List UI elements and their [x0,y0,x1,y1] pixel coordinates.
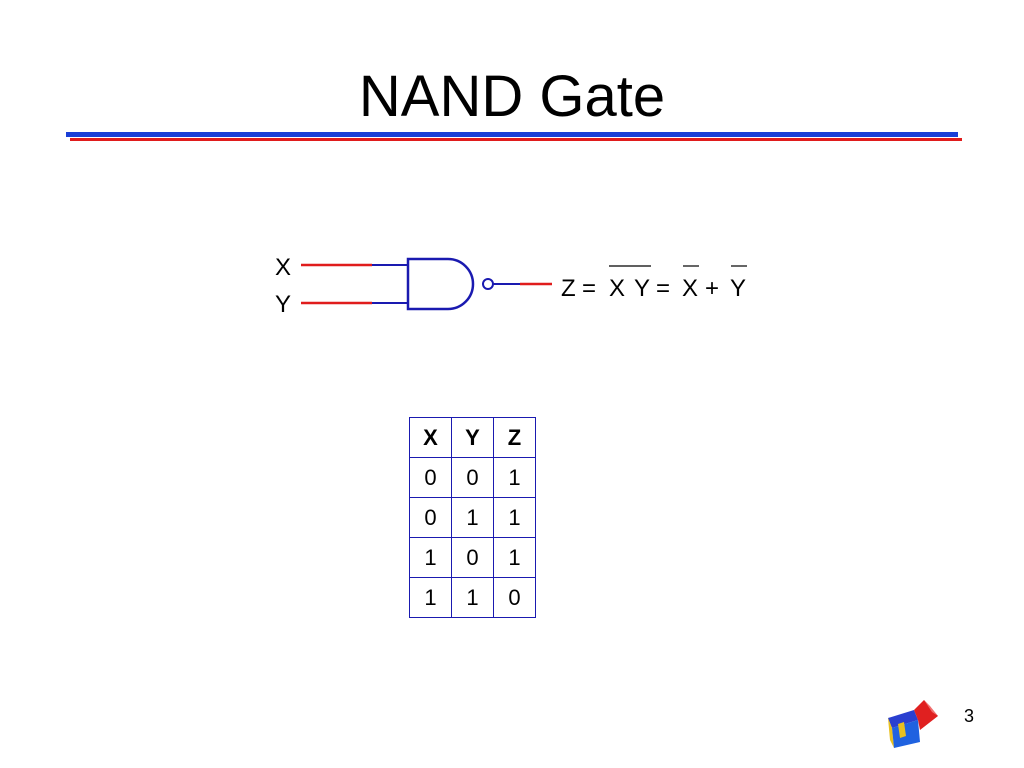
table-cell: 1 [409,577,452,618]
truth-table-header-row: X Y Z [409,417,536,458]
input-x-label: X [275,254,291,281]
eq-y2: Y [730,275,746,302]
table-cell: 0 [409,457,452,498]
eq-y1: Y [634,275,650,302]
table-cell: 1 [451,497,494,538]
table-row: 1 0 1 [409,537,536,578]
slide-title: NAND Gate [358,64,666,129]
eq-x2: X [682,275,698,302]
table-row: 0 1 1 [409,497,536,538]
table-cell: 0 [451,457,494,498]
header-y: Y [451,417,494,458]
table-cell: 1 [493,537,536,578]
eq-z: Z [561,275,576,302]
table-cell: 0 [409,497,452,538]
table-cell: 0 [451,537,494,578]
table-row: 0 0 1 [409,457,536,498]
table-cell: 1 [409,537,452,578]
nand-inversion-bubble [482,278,494,290]
eq-x1: X [609,275,625,302]
table-cell: 1 [493,497,536,538]
header-x: X [409,417,452,458]
nand-gate-body [406,257,475,311]
truth-table: X Y Z 0 0 1 0 1 1 1 0 1 1 1 0 [409,417,536,618]
eq-plus: + [705,275,719,302]
eq-equals-1: = [582,275,596,302]
table-cell: 1 [493,457,536,498]
page-number: 3 [963,706,974,726]
eq-equals-2: = [656,275,670,302]
input-y-label: Y [275,291,291,318]
table-row: 1 1 0 [409,577,536,618]
table-cell: 1 [451,577,494,618]
header-z: Z [493,417,536,458]
table-cell: 0 [493,577,536,618]
nand-equation: Z = X Y = X + Y [561,265,747,302]
arrow-cube-logo-icon [888,700,938,748]
